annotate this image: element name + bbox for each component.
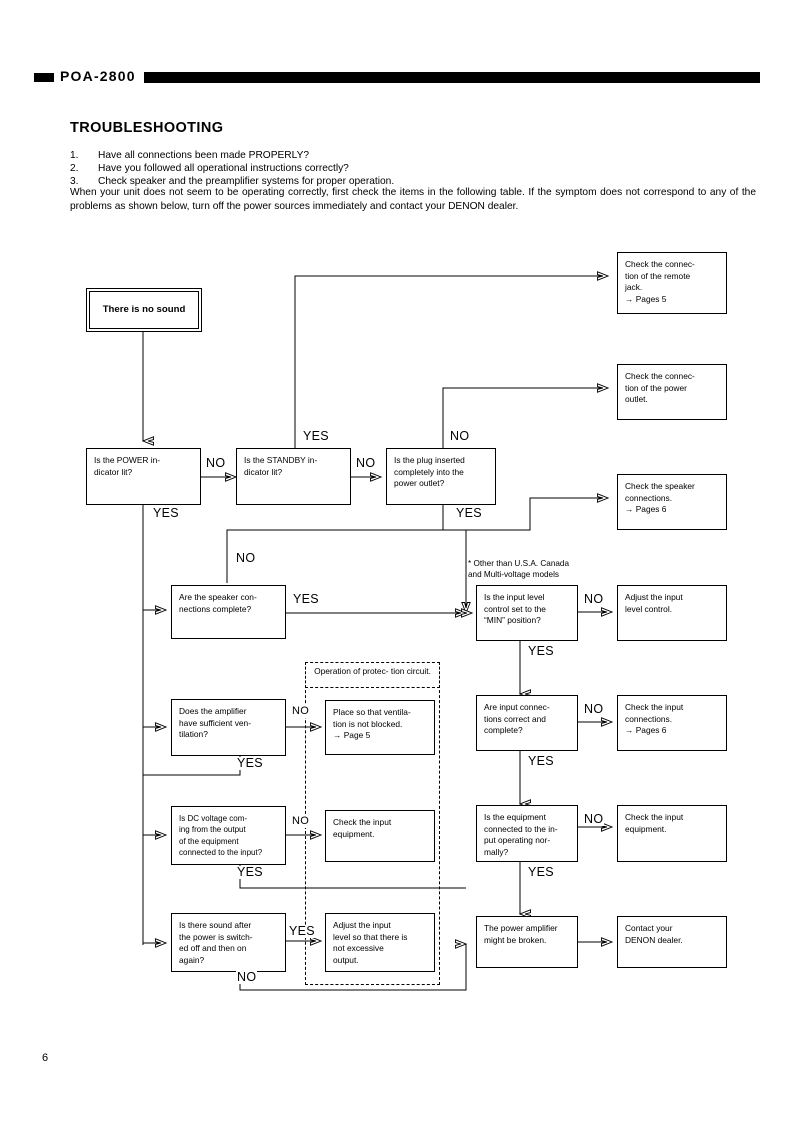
node-input-level-min-label: Is the input level control set to the “M…	[484, 592, 546, 626]
label-min-yes: YES	[527, 644, 555, 658]
page-number: 6	[42, 1052, 49, 1064]
label-speaker-no: NO	[235, 551, 257, 565]
label-speaker-yes: YES	[292, 592, 320, 606]
node-power-indicator-label: Is the POWER in- dicator lit?	[94, 455, 161, 477]
node-amplifier-ventilation-label: Does the amplifier have sufficient ven- …	[179, 706, 252, 740]
node-power-indicator: Is the POWER in- dicator lit?	[86, 448, 201, 505]
node-speaker-connections: Are the speaker con- nections complete?	[171, 585, 286, 639]
node-check-speaker-connections: Check the speaker connections. → Pages 6	[617, 474, 727, 530]
node-check-power-outlet-label: Check the connec- tion of the power outl…	[625, 371, 695, 405]
node-equipment-normal-label: Is the equipment connected to the in- pu…	[484, 812, 558, 857]
node-dc-voltage-label: Is DC voltage com- ing from the output o…	[179, 814, 263, 858]
node-check-input-equipment-left-label: Check the input equipment.	[333, 817, 392, 839]
footnote-voltage-models: * Other than U.S.A. Canada and Multi-vol…	[468, 559, 570, 579]
node-standby-indicator: Is the STANDBY in- dicator lit?	[236, 448, 351, 505]
start-inner-border	[89, 291, 199, 329]
node-start-no-sound-label: There is no sound	[102, 304, 186, 316]
label-plug-no: NO	[449, 429, 471, 443]
node-equipment-normal: Is the equipment connected to the in- pu…	[476, 805, 578, 862]
protection-circuit-label: Operation of protec- tion circuit.	[305, 662, 440, 688]
intro-item-3-text: Check speaker and the preamplifier syste…	[98, 176, 395, 187]
header-rule	[144, 72, 760, 83]
node-check-power-outlet: Check the connec- tion of the power outl…	[617, 364, 727, 420]
label-ventilation-no: NO	[291, 705, 311, 718]
label-min-no: NO	[583, 592, 605, 606]
node-dc-voltage: Is DC voltage com- ing from the output o…	[171, 806, 286, 865]
label-standby-yes: YES	[302, 429, 330, 443]
node-start-no-sound: There is no sound	[86, 288, 202, 332]
node-adjust-input-level-excess: Adjust the input level so that there is …	[325, 913, 435, 972]
node-adjust-level-control: Adjust the input level control.	[617, 585, 727, 641]
intro-item-1-text: Have all connections been made PROPERLY?	[98, 150, 310, 161]
label-sound-no: NO	[236, 970, 258, 984]
model-name: POA-2800	[60, 68, 136, 84]
node-speaker-connections-label: Are the speaker con- nections complete?	[179, 592, 257, 614]
node-check-input-equipment-right-label: Check the input equipment.	[625, 812, 684, 834]
label-sound-yes: YES	[288, 924, 316, 938]
intro-item-2: 2. Have you followed all operational inst…	[70, 162, 349, 176]
header-square-mark	[34, 73, 54, 82]
intro-paragraph: When your unit does not seem to be opera…	[70, 187, 756, 212]
node-check-input-equipment-left: Check the input equipment.	[325, 810, 435, 862]
intro-item-2-number: 2.	[70, 163, 79, 174]
node-check-remote-jack-label: Check the connec- tion of the remote jac…	[625, 259, 695, 304]
node-check-speaker-connections-label: Check the speaker connections. → Pages 6	[625, 481, 695, 515]
node-contact-dealer: Contact your DENON dealer.	[617, 916, 727, 968]
node-input-level-min: Is the input level control set to the “M…	[476, 585, 578, 641]
node-amplifier-ventilation: Does the amplifier have sufficient ven- …	[171, 699, 286, 756]
intro-item-2-text: Have you followed all operational instru…	[98, 163, 349, 174]
intro-item-3: 3. Check speaker and the preamplifier sys…	[70, 175, 394, 189]
label-normal-no: NO	[583, 812, 605, 826]
node-standby-indicator-label: Is the STANDBY in- dicator lit?	[244, 455, 318, 477]
node-input-connections: Are input connec- tions correct and comp…	[476, 695, 578, 751]
label-inputconn-yes: YES	[527, 754, 555, 768]
node-check-input-connections-label: Check the input connections. → Pages 6	[625, 702, 684, 736]
node-sound-after-power: Is there sound after the power is switch…	[171, 913, 286, 972]
node-check-remote-jack: Check the connec- tion of the remote jac…	[617, 252, 727, 314]
node-amplifier-broken-label: The power amplifier might be broken.	[484, 923, 558, 945]
node-check-input-connections: Check the input connections. → Pages 6	[617, 695, 727, 751]
label-power-yes: YES	[152, 506, 180, 520]
intro-item-3-number: 3.	[70, 176, 79, 187]
node-plug-inserted-label: Is the plug inserted completely into the…	[394, 455, 465, 489]
label-standby-no: NO	[355, 456, 377, 470]
node-sound-after-power-label: Is there sound after the power is switch…	[179, 920, 253, 965]
node-contact-dealer-label: Contact your DENON dealer.	[625, 923, 683, 945]
page-title: TROUBLESHOOTING	[70, 120, 224, 136]
node-adjust-level-control-label: Adjust the input level control.	[625, 592, 683, 614]
label-plug-yes: YES	[455, 506, 483, 520]
label-ventilation-yes: YES	[236, 756, 264, 770]
node-amplifier-broken: The power amplifier might be broken.	[476, 916, 578, 968]
node-adjust-input-level-excess-label: Adjust the input level so that there is …	[333, 920, 408, 965]
node-place-ventilation: Place so that ventila- tion is not block…	[325, 700, 435, 755]
node-plug-inserted: Is the plug inserted completely into the…	[386, 448, 496, 505]
node-input-connections-label: Are input connec- tions correct and comp…	[484, 702, 550, 736]
node-check-input-equipment-right: Check the input equipment.	[617, 805, 727, 862]
page-header: POA-2800	[34, 68, 760, 86]
label-dc-yes: YES	[236, 865, 264, 879]
intro-item-1: 1. Have all connections been made PROPERL…	[70, 149, 309, 163]
intro-item-1-number: 1.	[70, 150, 79, 161]
label-inputconn-no: NO	[583, 702, 605, 716]
label-normal-yes: YES	[527, 865, 555, 879]
label-dc-no: NO	[291, 815, 311, 828]
label-power-no: NO	[205, 456, 227, 470]
node-place-ventilation-label: Place so that ventila- tion is not block…	[333, 707, 411, 741]
